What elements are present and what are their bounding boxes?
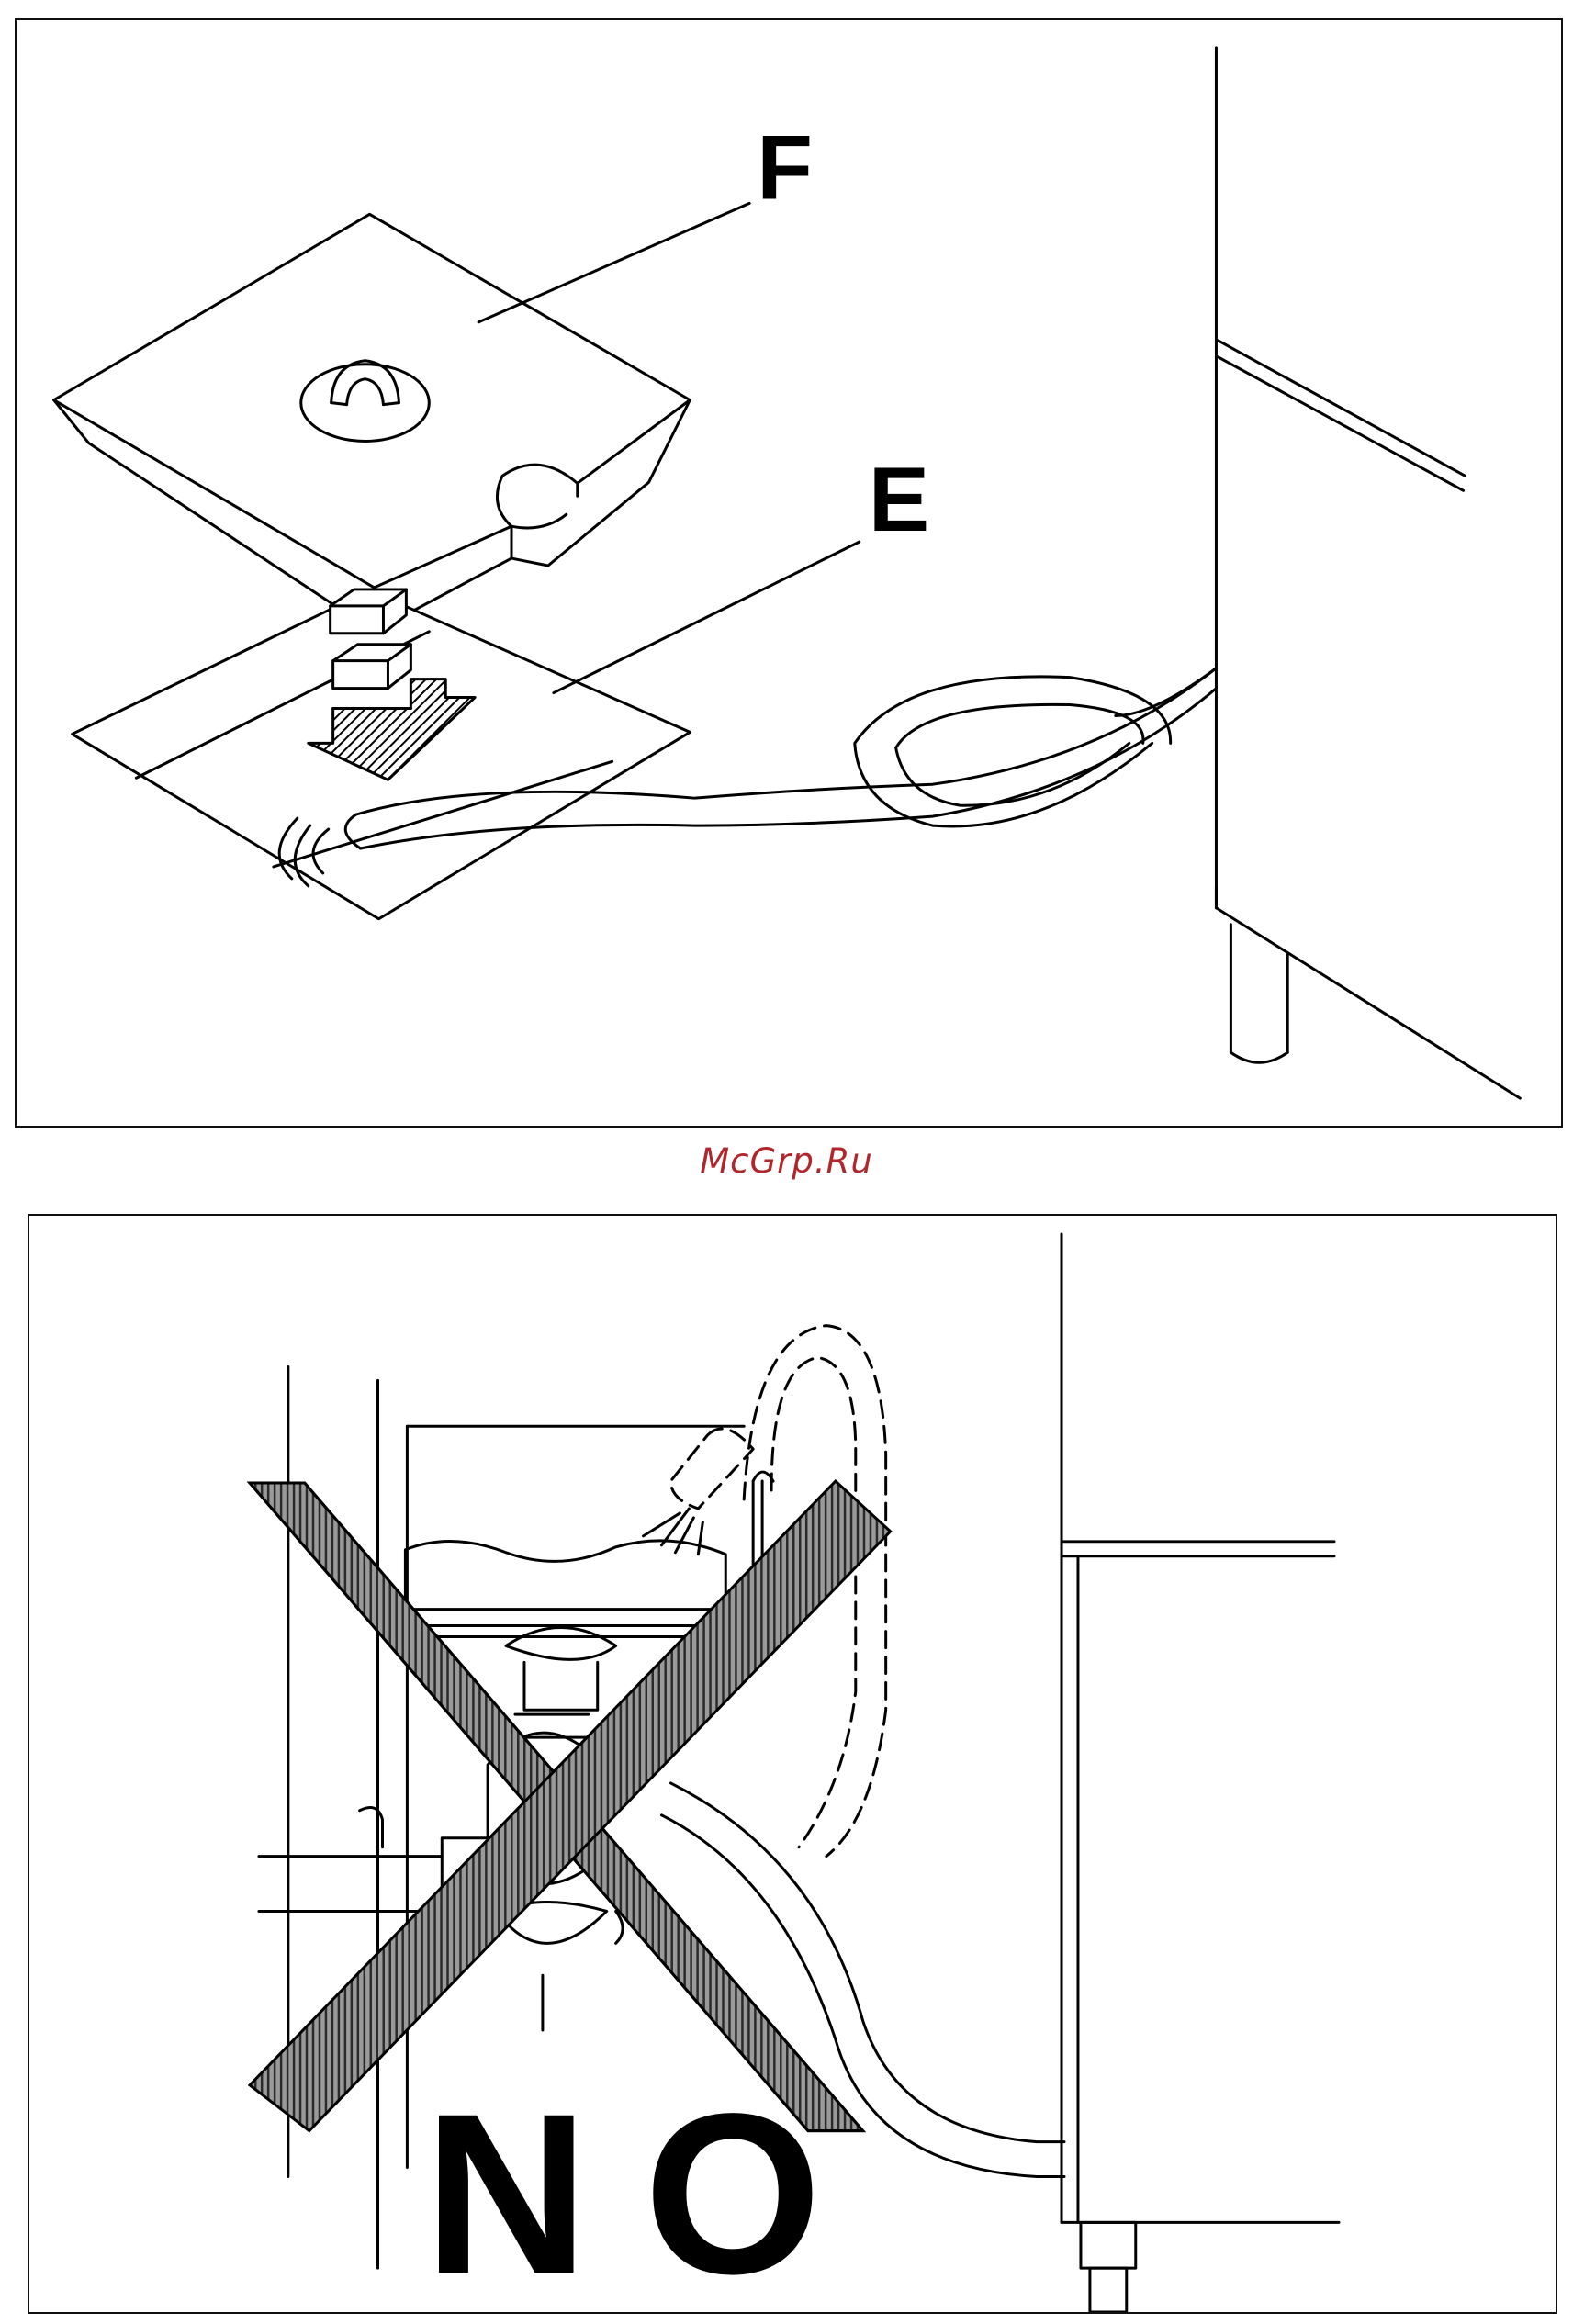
leader-line-f [478,203,749,322]
drain-lid-f [54,214,691,631]
figure-panel-installation: F E [15,18,1563,1128]
machine-foot [1081,2222,1136,2312]
label-f: F [757,117,813,219]
prohibited-cross-icon [250,1481,891,2131]
machine-foot [1230,925,1287,1063]
machine-body [1062,1234,1339,2222]
water-spray [644,1509,703,1555]
installation-diagram: F E [17,20,1561,1126]
leader-line-e [554,542,860,692]
watermark: McGrp.Ru [0,1141,1573,1181]
label-e: E [869,449,929,551]
no-warning-text: NO [423,2065,876,2312]
figure-panel-incorrect: NO [28,1214,1557,2314]
machine-side-wall [1216,48,1520,1098]
incorrect-installation-diagram: NO [29,1216,1556,2312]
